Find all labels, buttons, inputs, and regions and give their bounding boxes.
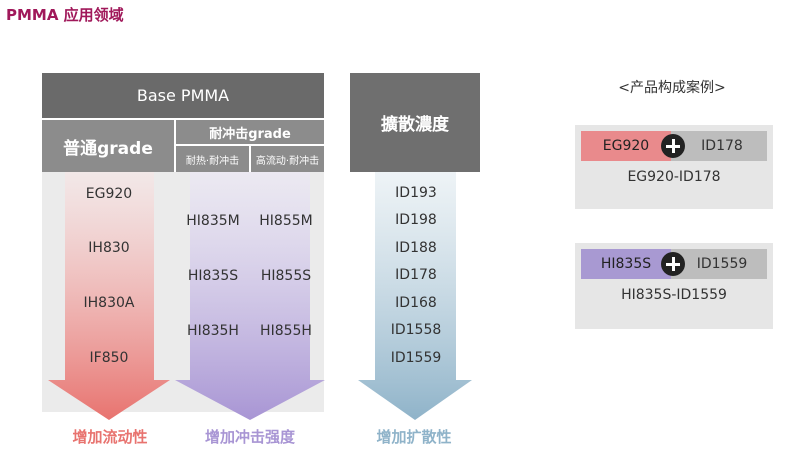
col-impact-sub-a: 耐热·耐冲击 bbox=[176, 146, 249, 172]
plus-circle-icon bbox=[661, 252, 685, 276]
col-normal-label: 普通grade bbox=[63, 138, 153, 159]
case-product-name: HI835S-ID1559 bbox=[621, 287, 727, 303]
list-item: HI855S bbox=[260, 268, 312, 284]
col-impact-header: 耐冲击grade bbox=[176, 120, 324, 144]
list-item: IF850 bbox=[89, 350, 129, 366]
case-left-part: HI835S bbox=[581, 249, 671, 279]
list-item: ID168 bbox=[395, 295, 437, 311]
cases-title: <产品构成案例> bbox=[618, 80, 726, 96]
plus-circle-icon bbox=[661, 134, 685, 158]
list-item: HI835H bbox=[187, 323, 239, 339]
base-header-label: Base PMMA bbox=[136, 86, 230, 105]
col-impact-label: 耐冲击grade bbox=[209, 126, 291, 142]
case-left-label: EG920 bbox=[602, 138, 650, 154]
list-item: ID193 bbox=[395, 185, 437, 201]
case-right-part: ID1559 bbox=[677, 249, 767, 279]
diffusion-header-label: 擴散濃度 bbox=[381, 115, 449, 135]
list-item: HI855H bbox=[260, 323, 312, 339]
case-card-1: EG920 ID178 EG920-ID178 bbox=[575, 125, 773, 209]
list-item: IH830 bbox=[88, 240, 130, 256]
base-header: Base PMMA bbox=[42, 73, 324, 118]
case-left-part: EG920 bbox=[581, 131, 671, 161]
list-item: EG920 bbox=[85, 186, 133, 202]
list-item: ID178 bbox=[395, 267, 437, 283]
case-right-label: ID1559 bbox=[696, 256, 748, 272]
case-right-part: ID178 bbox=[677, 131, 767, 161]
diffusion-footer: 增加扩散性 bbox=[376, 428, 452, 446]
case-card-2: HI835S ID1559 HI835S-ID1559 bbox=[575, 243, 773, 329]
list-item: IH830A bbox=[83, 295, 135, 311]
flow-arrow bbox=[48, 172, 170, 420]
case-bar: HI835S ID1559 bbox=[581, 249, 767, 279]
list-item: HI835S bbox=[187, 268, 239, 284]
impact-footer: 增加冲击强度 bbox=[204, 428, 295, 446]
list-item: ID188 bbox=[395, 240, 437, 256]
case-right-label: ID178 bbox=[701, 138, 743, 154]
col-impact-sub-b: 高流动·耐冲击 bbox=[251, 146, 324, 172]
diffusion-header: 擴散濃度 bbox=[350, 73, 480, 172]
col-impact-sub-a-label: 耐热·耐冲击 bbox=[185, 155, 240, 167]
case-left-label: HI835S bbox=[600, 256, 652, 272]
col-impact-sub-b-label: 高流动·耐冲击 bbox=[255, 155, 320, 167]
case-product-name: EG920-ID178 bbox=[627, 169, 721, 185]
diffusion-arrow bbox=[358, 172, 472, 420]
list-item: ID198 bbox=[395, 212, 437, 228]
page-title: PMMA 应用领域 bbox=[6, 6, 124, 24]
list-item: HI835M bbox=[186, 213, 240, 229]
list-item: HI855M bbox=[259, 213, 313, 229]
case-bar: EG920 ID178 bbox=[581, 131, 767, 161]
list-item: ID1558 bbox=[390, 322, 442, 338]
flow-footer: 增加流动性 bbox=[72, 428, 148, 446]
list-item: ID1559 bbox=[390, 350, 442, 366]
col-normal-header: 普通grade bbox=[42, 120, 174, 172]
impact-arrow bbox=[175, 172, 325, 420]
